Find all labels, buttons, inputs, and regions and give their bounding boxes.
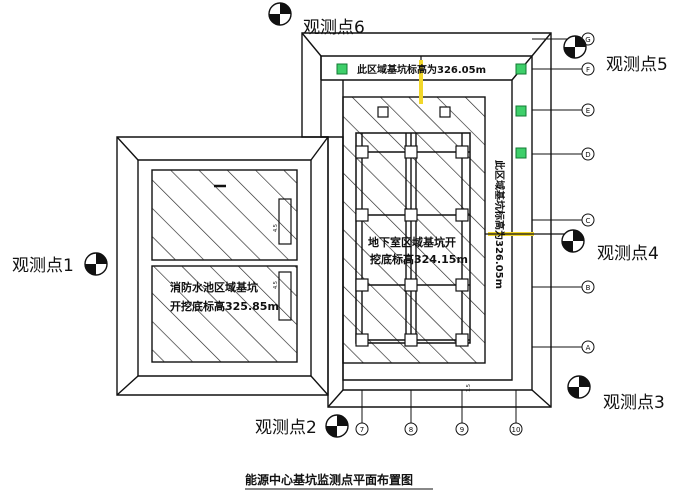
point-5-icon [563,35,587,59]
point-2-icon [325,414,349,438]
col-label-7: 7 [360,426,364,434]
basement-columns [355,106,469,347]
point-1-icon [84,252,108,276]
row-label-c: C [586,217,591,225]
col-axis-labels: 7 8 9 10 [360,426,521,434]
left-pit-details [214,184,292,321]
point-1-label: 观测点1 [12,256,74,276]
row-label-d: D [585,151,590,159]
point-3-label: 观测点3 [603,393,665,413]
row-label-e: E [586,107,590,115]
right-zone-label: 此区域基坑标高为326.05m [493,160,506,289]
point-3-icon [567,375,591,399]
row-label-a: A [586,344,591,352]
left-pit-hatch [152,170,297,362]
col-label-8: 8 [409,426,413,434]
row-label-b: B [586,284,591,292]
dim-a: 4.5 [273,224,279,232]
green-monitor-markers [336,63,527,159]
point-5-label: 观测点5 [606,55,668,75]
dim-b: 4.5 [273,281,279,289]
monitoring-point-symbols [84,2,591,438]
drawing-title: 能源中心基坑监测点平面布置图 [245,472,413,487]
point-4-label: 观测点4 [597,244,659,264]
dim-c: 1.5 [466,384,472,392]
center-zone-line2: 挖底标高324.15m [370,252,468,266]
row-label-g: G [585,36,590,44]
point-2-label: 观测点2 [255,418,317,438]
col-label-10: 10 [512,426,521,434]
row-axis [532,32,595,354]
point-6-icon [268,2,292,26]
left-zone-line1: 消防水池区域基坑 [170,280,258,294]
point-6-label: 观测点6 [303,18,365,38]
top-zone-label: 此区域基坑标高为326.05m [357,63,486,76]
row-label-f: F [586,66,590,74]
col-label-9: 9 [460,426,464,434]
center-zone-line1: 地下室区域基坑开 [368,235,456,249]
row-axis-labels: G F E D C B A [585,36,590,352]
col-axis [355,390,523,436]
point-4-icon [561,229,585,253]
left-zone-line2: 开挖底标高325.85m [170,299,279,313]
basement-pit-hatch [342,96,486,364]
